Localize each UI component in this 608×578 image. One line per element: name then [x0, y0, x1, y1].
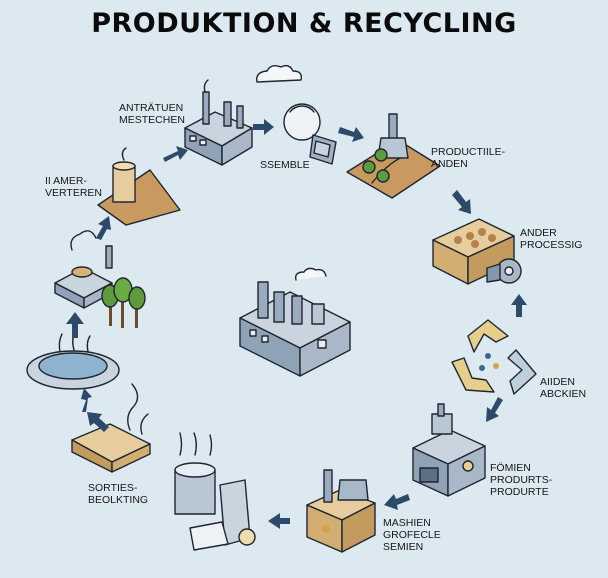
recycling-machine-icon [283, 103, 337, 165]
pond-icon [26, 331, 120, 390]
label-ssemble: SSEMBLE [260, 159, 310, 171]
cycle-arrows [66, 119, 527, 529]
arrow-2 [253, 119, 274, 135]
label-mashien: MASHIEN GROFECLE SEMIEN [383, 517, 441, 553]
cloud-icon [256, 64, 303, 83]
trees-icon [101, 277, 146, 328]
arrow-5 [511, 294, 527, 317]
label-antratuen: ANTRÄTUEN MESTECHEN [119, 102, 185, 126]
arrow-10 [81, 388, 92, 412]
arrow-1 [163, 146, 188, 162]
hill-factory-icon [346, 113, 441, 199]
arrow-4 [452, 190, 471, 214]
arrow-6 [486, 397, 503, 422]
label-sorties: SORTIES- BEOLKTING [88, 482, 149, 506]
label-iiamer: II AMER- VERTEREN [45, 175, 102, 199]
recycle-symbol-icon [451, 319, 537, 395]
label-ander: ANDER PROCESSIG [520, 227, 583, 251]
page-title: PRODUKTION & RECYCLING [91, 8, 517, 39]
arrow-3 [338, 127, 364, 142]
recycling-plant-icon [412, 403, 486, 497]
central-factory-icon [239, 267, 351, 377]
cardboard-box-icon [432, 218, 522, 285]
arrow-8 [268, 513, 290, 529]
arrow-7 [384, 494, 410, 510]
recycle-crate-icon [306, 469, 376, 553]
sorting-crate-icon [71, 383, 151, 473]
arrow-11 [66, 312, 84, 338]
label-aiiden: AIIDEN ABCKIEN [540, 376, 587, 400]
label-productile: PRODUCTIILE- ANDEN [431, 146, 506, 170]
arrow-9 [87, 412, 109, 432]
label-fomien: FÖMIEN PRODURTS- PRODURTE [490, 462, 553, 498]
arrow-12 [96, 216, 111, 240]
factory-icon [184, 79, 253, 166]
silo-hill-icon [97, 147, 181, 226]
wrapping-machine-icon [174, 432, 256, 551]
